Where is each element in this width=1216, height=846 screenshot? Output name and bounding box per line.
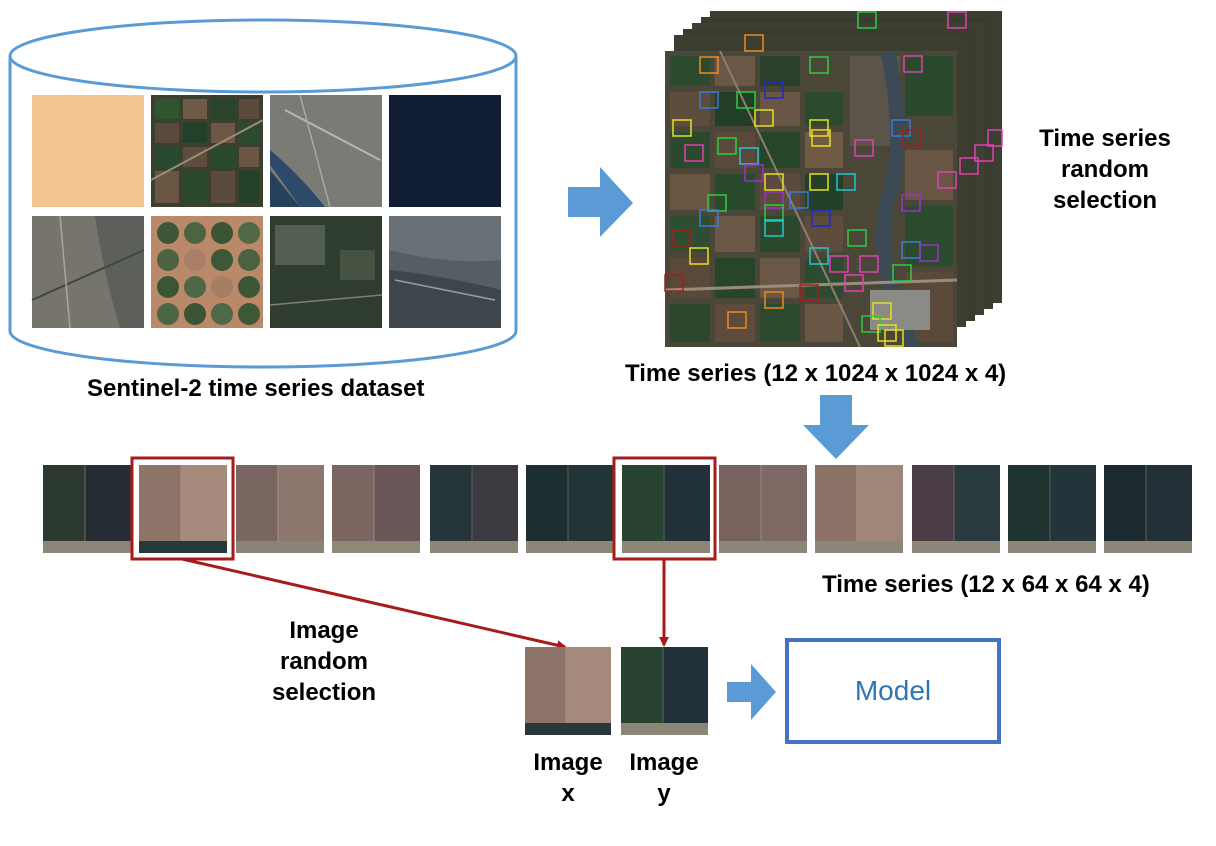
time-series-frames xyxy=(43,465,1192,553)
random-selection-boxes xyxy=(664,11,1003,347)
frame-6 xyxy=(526,465,614,553)
model-box xyxy=(785,638,1001,744)
frame-12 xyxy=(1104,465,1192,553)
frame-9 xyxy=(815,465,903,553)
thumbnail-urban-coast xyxy=(270,94,382,208)
image-x-tile xyxy=(525,647,611,735)
image-y-tile xyxy=(621,647,708,735)
thumbnail-harbor-coast xyxy=(389,216,501,328)
frame-8 xyxy=(719,465,807,553)
image-random-selection-line-3: selection xyxy=(271,679,377,706)
down-arrow-icon xyxy=(803,395,869,459)
image-y-line-1: Image xyxy=(629,749,699,776)
image-x-line-2: x xyxy=(561,780,575,807)
image-x-label: Image x xyxy=(518,747,618,809)
thumbnail-desert xyxy=(32,95,144,207)
ts-random-selection-line-2: random xyxy=(1060,156,1149,183)
time-series-random-selection-label: Time series random selection xyxy=(1030,123,1180,216)
right-arrow-icon xyxy=(727,664,776,720)
frame-1 xyxy=(43,465,131,553)
time-series-stack xyxy=(664,11,1003,348)
large-satellite-tile xyxy=(664,50,958,348)
right-arrow-icon xyxy=(568,167,633,237)
frame-4 xyxy=(332,465,420,553)
frame-7 xyxy=(622,465,710,553)
arrow-to-image-x xyxy=(181,557,567,651)
image-y-line-2: y xyxy=(657,780,671,807)
image-x-line-1: Image xyxy=(533,749,603,776)
time-series-small-label: Time series (12 x 64 x 64 x 4) xyxy=(822,571,1150,598)
thumbnail-center-pivot-fields xyxy=(151,216,263,328)
image-random-selection-line-1: Image xyxy=(289,617,359,644)
thumbnail-dense-city xyxy=(31,215,145,329)
time-series-large-label: Time series (12 x 1024 x 1024 x 4) xyxy=(625,360,1007,387)
thumbnail-agriculture-grid xyxy=(150,95,264,207)
ts-random-selection-line-1: Time series xyxy=(1039,125,1171,152)
frame-2 xyxy=(139,465,227,553)
image-random-selection-line-2: random xyxy=(279,648,368,675)
frame-11 xyxy=(1008,465,1096,553)
image-random-selection-label: Image random selection xyxy=(249,615,399,708)
thumbnail-forest-settlement xyxy=(269,216,383,328)
dataset-thumbnails xyxy=(31,94,501,329)
ts-random-selection-line-3: selection xyxy=(1052,187,1158,214)
image-y-label: Image y xyxy=(614,747,714,809)
frame-3 xyxy=(236,465,324,553)
frame-5 xyxy=(430,465,518,553)
dataset-label: Sentinel-2 time series dataset xyxy=(87,375,425,402)
frame-10 xyxy=(912,465,1000,553)
thumbnail-dark-water xyxy=(389,95,501,207)
model-label: Model xyxy=(854,675,932,706)
